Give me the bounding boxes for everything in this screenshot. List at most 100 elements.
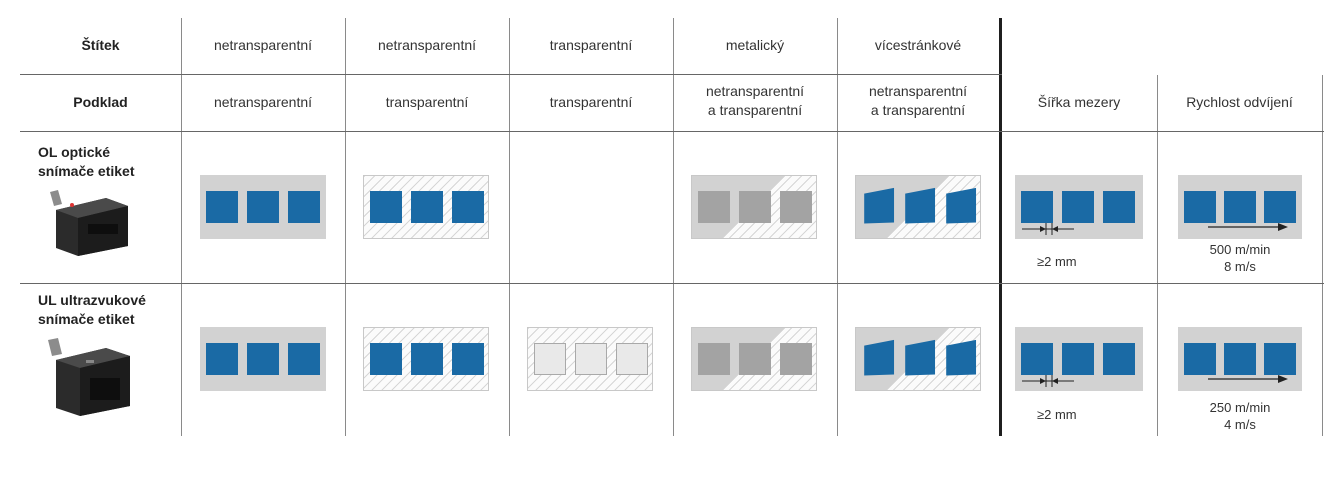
label-square [206, 343, 238, 375]
label-square [1062, 343, 1094, 375]
ul-ultrasonic-fork-sensor-icon [48, 338, 130, 416]
substrate-type-3: transparentní [549, 94, 633, 110]
label-square [206, 191, 238, 223]
substrate-type-1: netransparentní [213, 94, 313, 110]
label-type-1: netransparentní [213, 37, 313, 53]
label-type-2: netransparentní [377, 37, 477, 53]
label-square [1224, 343, 1256, 375]
ul-speed-line-1: 250 m/min [1209, 400, 1271, 415]
substrate-type-2: transparentní [385, 94, 469, 110]
ol-opaque-on-opaque [200, 175, 326, 239]
speed-title: Rychlost odvíjení [1186, 94, 1293, 110]
ul-speed-line-2: 4 m/s [1224, 417, 1256, 432]
row-title-ol-line-2: snímače etiket [38, 163, 135, 179]
row-title-ul-line-2: snímače etiket [38, 311, 135, 327]
column-divider [509, 18, 510, 436]
row-title-ul: UL ultrazvukové snímače etiket [38, 291, 146, 329]
row-divider [20, 283, 1324, 284]
label-square [247, 191, 279, 223]
gap-width-title: Šířka mezery [1037, 94, 1121, 110]
substrate-type-5: netransparentní a transparentní [837, 82, 999, 120]
label-square [288, 191, 320, 223]
label-square [370, 343, 402, 375]
ul-multipage-on-mixed [855, 327, 981, 391]
label-square [288, 343, 320, 375]
gap-arrows-icon [1022, 375, 1074, 387]
column-divider [1322, 75, 1323, 436]
gap-arrows-icon [1022, 223, 1074, 235]
ul-speed: 250 m/min 4 m/s [1190, 399, 1290, 433]
ol-speed: 500 m/min 8 m/s [1190, 241, 1290, 275]
ul-transparent-on-transparent [527, 327, 653, 391]
label-square [616, 343, 648, 375]
ul-opaque-on-opaque [200, 327, 326, 391]
ol-speed-line-1: 500 m/min [1209, 242, 1271, 257]
label-square [452, 343, 484, 375]
label-type-3: transparentní [549, 37, 633, 53]
label-square [534, 343, 566, 375]
label-square [1103, 343, 1135, 375]
ol-speed-line-2: 8 m/s [1224, 259, 1256, 274]
label-square [575, 343, 607, 375]
ul-opaque-on-transparent [363, 327, 489, 391]
ol-gap-illustration [1015, 175, 1143, 239]
label-square [698, 191, 730, 223]
label-square [1021, 343, 1053, 375]
label-type-5: vícestránkové [874, 37, 962, 53]
row-title-ol: OL optické snímače etiket [38, 143, 135, 181]
ol-opaque-on-transparent [363, 175, 489, 239]
direction-arrow-icon [1208, 223, 1288, 231]
ol-optical-fork-sensor-icon [50, 190, 128, 256]
label-square [247, 343, 279, 375]
substrate-type-4-line-2: a transparentní [707, 102, 803, 118]
ol-metallic-on-mixed [691, 175, 817, 239]
header-divider [20, 74, 1002, 75]
label-square [905, 187, 936, 224]
label-square [1264, 343, 1296, 375]
label-square [946, 339, 977, 376]
label-square [864, 187, 895, 224]
label-square [411, 191, 443, 223]
column-divider [837, 18, 838, 436]
ol-speed-illustration [1178, 175, 1302, 239]
label-row-title: Štítek [81, 37, 120, 53]
substrate-type-4-line-1: netransparentní [705, 83, 805, 99]
label-square [780, 191, 812, 223]
label-square [1184, 343, 1216, 375]
label-square [780, 343, 812, 375]
label-square [739, 191, 771, 223]
header-bottom-divider [20, 131, 1324, 132]
label-square [1021, 191, 1053, 223]
column-divider [181, 18, 182, 436]
label-square [946, 187, 977, 224]
substrate-type-5-line-1: netransparentní [868, 83, 968, 99]
label-square [1264, 191, 1296, 223]
ul-min-gap: ≥2 mm [1037, 407, 1077, 422]
label-square [1062, 191, 1094, 223]
label-square [864, 339, 895, 376]
label-type-4: metalický [725, 37, 785, 53]
ul-gap-illustration [1015, 327, 1143, 391]
substrate-row-title: Podklad [73, 94, 128, 110]
label-square [739, 343, 771, 375]
row-title-ul-line-1: UL ultrazvukové [38, 292, 146, 308]
row-title-ol-line-1: OL optické [38, 144, 111, 160]
column-divider [345, 18, 346, 436]
label-square [1224, 191, 1256, 223]
ol-min-gap: ≥2 mm [1037, 254, 1077, 269]
label-square [698, 343, 730, 375]
label-square [905, 339, 936, 376]
direction-arrow-icon [1208, 375, 1288, 383]
section-separator [999, 18, 1002, 436]
label-square [1103, 191, 1135, 223]
label-square [370, 191, 402, 223]
column-divider [1157, 75, 1158, 436]
label-square [452, 191, 484, 223]
label-square [411, 343, 443, 375]
label-square [1184, 191, 1216, 223]
substrate-type-5-line-2: a transparentní [870, 102, 966, 118]
substrate-type-4: netransparentní a transparentní [673, 82, 837, 120]
ol-multipage-on-mixed [855, 175, 981, 239]
ul-metallic-on-mixed [691, 327, 817, 391]
column-divider [673, 18, 674, 436]
